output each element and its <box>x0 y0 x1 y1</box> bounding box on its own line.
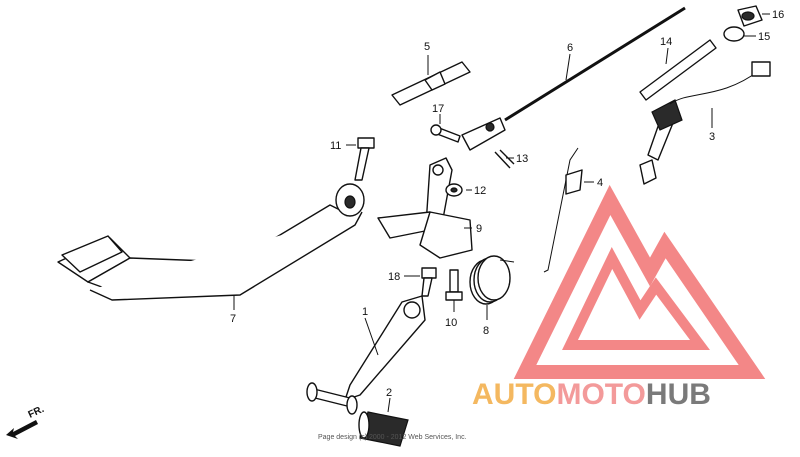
callout-9: 9 <box>476 223 482 235</box>
bolt-11 <box>354 137 375 181</box>
callout-12: 12 <box>474 185 486 197</box>
pin-17 <box>430 124 461 143</box>
brand-part-hub: HUB <box>646 378 711 411</box>
callout-3: 3 <box>709 131 715 143</box>
return-spring-8 <box>469 255 515 305</box>
callout-8: 8 <box>483 325 489 337</box>
front-arrow-icon <box>6 420 38 439</box>
svg-text:AUTOMOTOHUB: AUTOMOTOHUB <box>472 378 711 411</box>
rubber-2 <box>358 411 409 447</box>
nut-12 <box>445 183 463 197</box>
brake-pivot-9 <box>377 157 473 259</box>
callout-1: 1 <box>362 306 368 318</box>
callout-16: 16 <box>772 9 784 21</box>
callout-11: 11 <box>330 140 341 152</box>
callout-2: 2 <box>386 387 392 399</box>
spring-14 <box>639 39 717 101</box>
callout-5: 5 <box>424 41 430 53</box>
spring-4 <box>543 147 583 273</box>
bolt-10 <box>445 269 463 301</box>
brand-part-moto: MOTO <box>556 378 645 411</box>
plate-5 <box>391 61 471 106</box>
brand-part-auto: AUTO <box>472 378 556 411</box>
callout-6: 6 <box>567 42 573 54</box>
page-credit: Page design (c) 2000 - 2012 Web Services… <box>318 434 467 441</box>
callout-15: 15 <box>758 31 770 43</box>
front-label: FR. <box>27 404 46 421</box>
watermark-logo <box>513 184 766 379</box>
switch-3 <box>639 61 771 185</box>
callout-14: 14 <box>660 36 672 48</box>
callout-7: 7 <box>230 313 236 325</box>
collar-15 <box>723 26 745 42</box>
callout-4: 4 <box>597 177 603 189</box>
brake-pedal <box>57 183 365 301</box>
rod-6 <box>461 6 686 151</box>
callout-10: 10 <box>445 317 457 329</box>
front-direction-indicator: FR. <box>6 404 46 439</box>
watermark-wordmark: AUTOMOTOHUB <box>472 378 711 411</box>
callout-17: 17 <box>432 103 444 115</box>
cap-16 <box>737 5 763 27</box>
cotter-pin-13 <box>494 149 515 169</box>
leader-lines <box>233 13 770 413</box>
bolt-18 <box>421 267 437 297</box>
shift-lever-1 <box>306 295 426 415</box>
callout-18: 18 <box>388 271 400 283</box>
callout-13: 13 <box>516 153 528 165</box>
